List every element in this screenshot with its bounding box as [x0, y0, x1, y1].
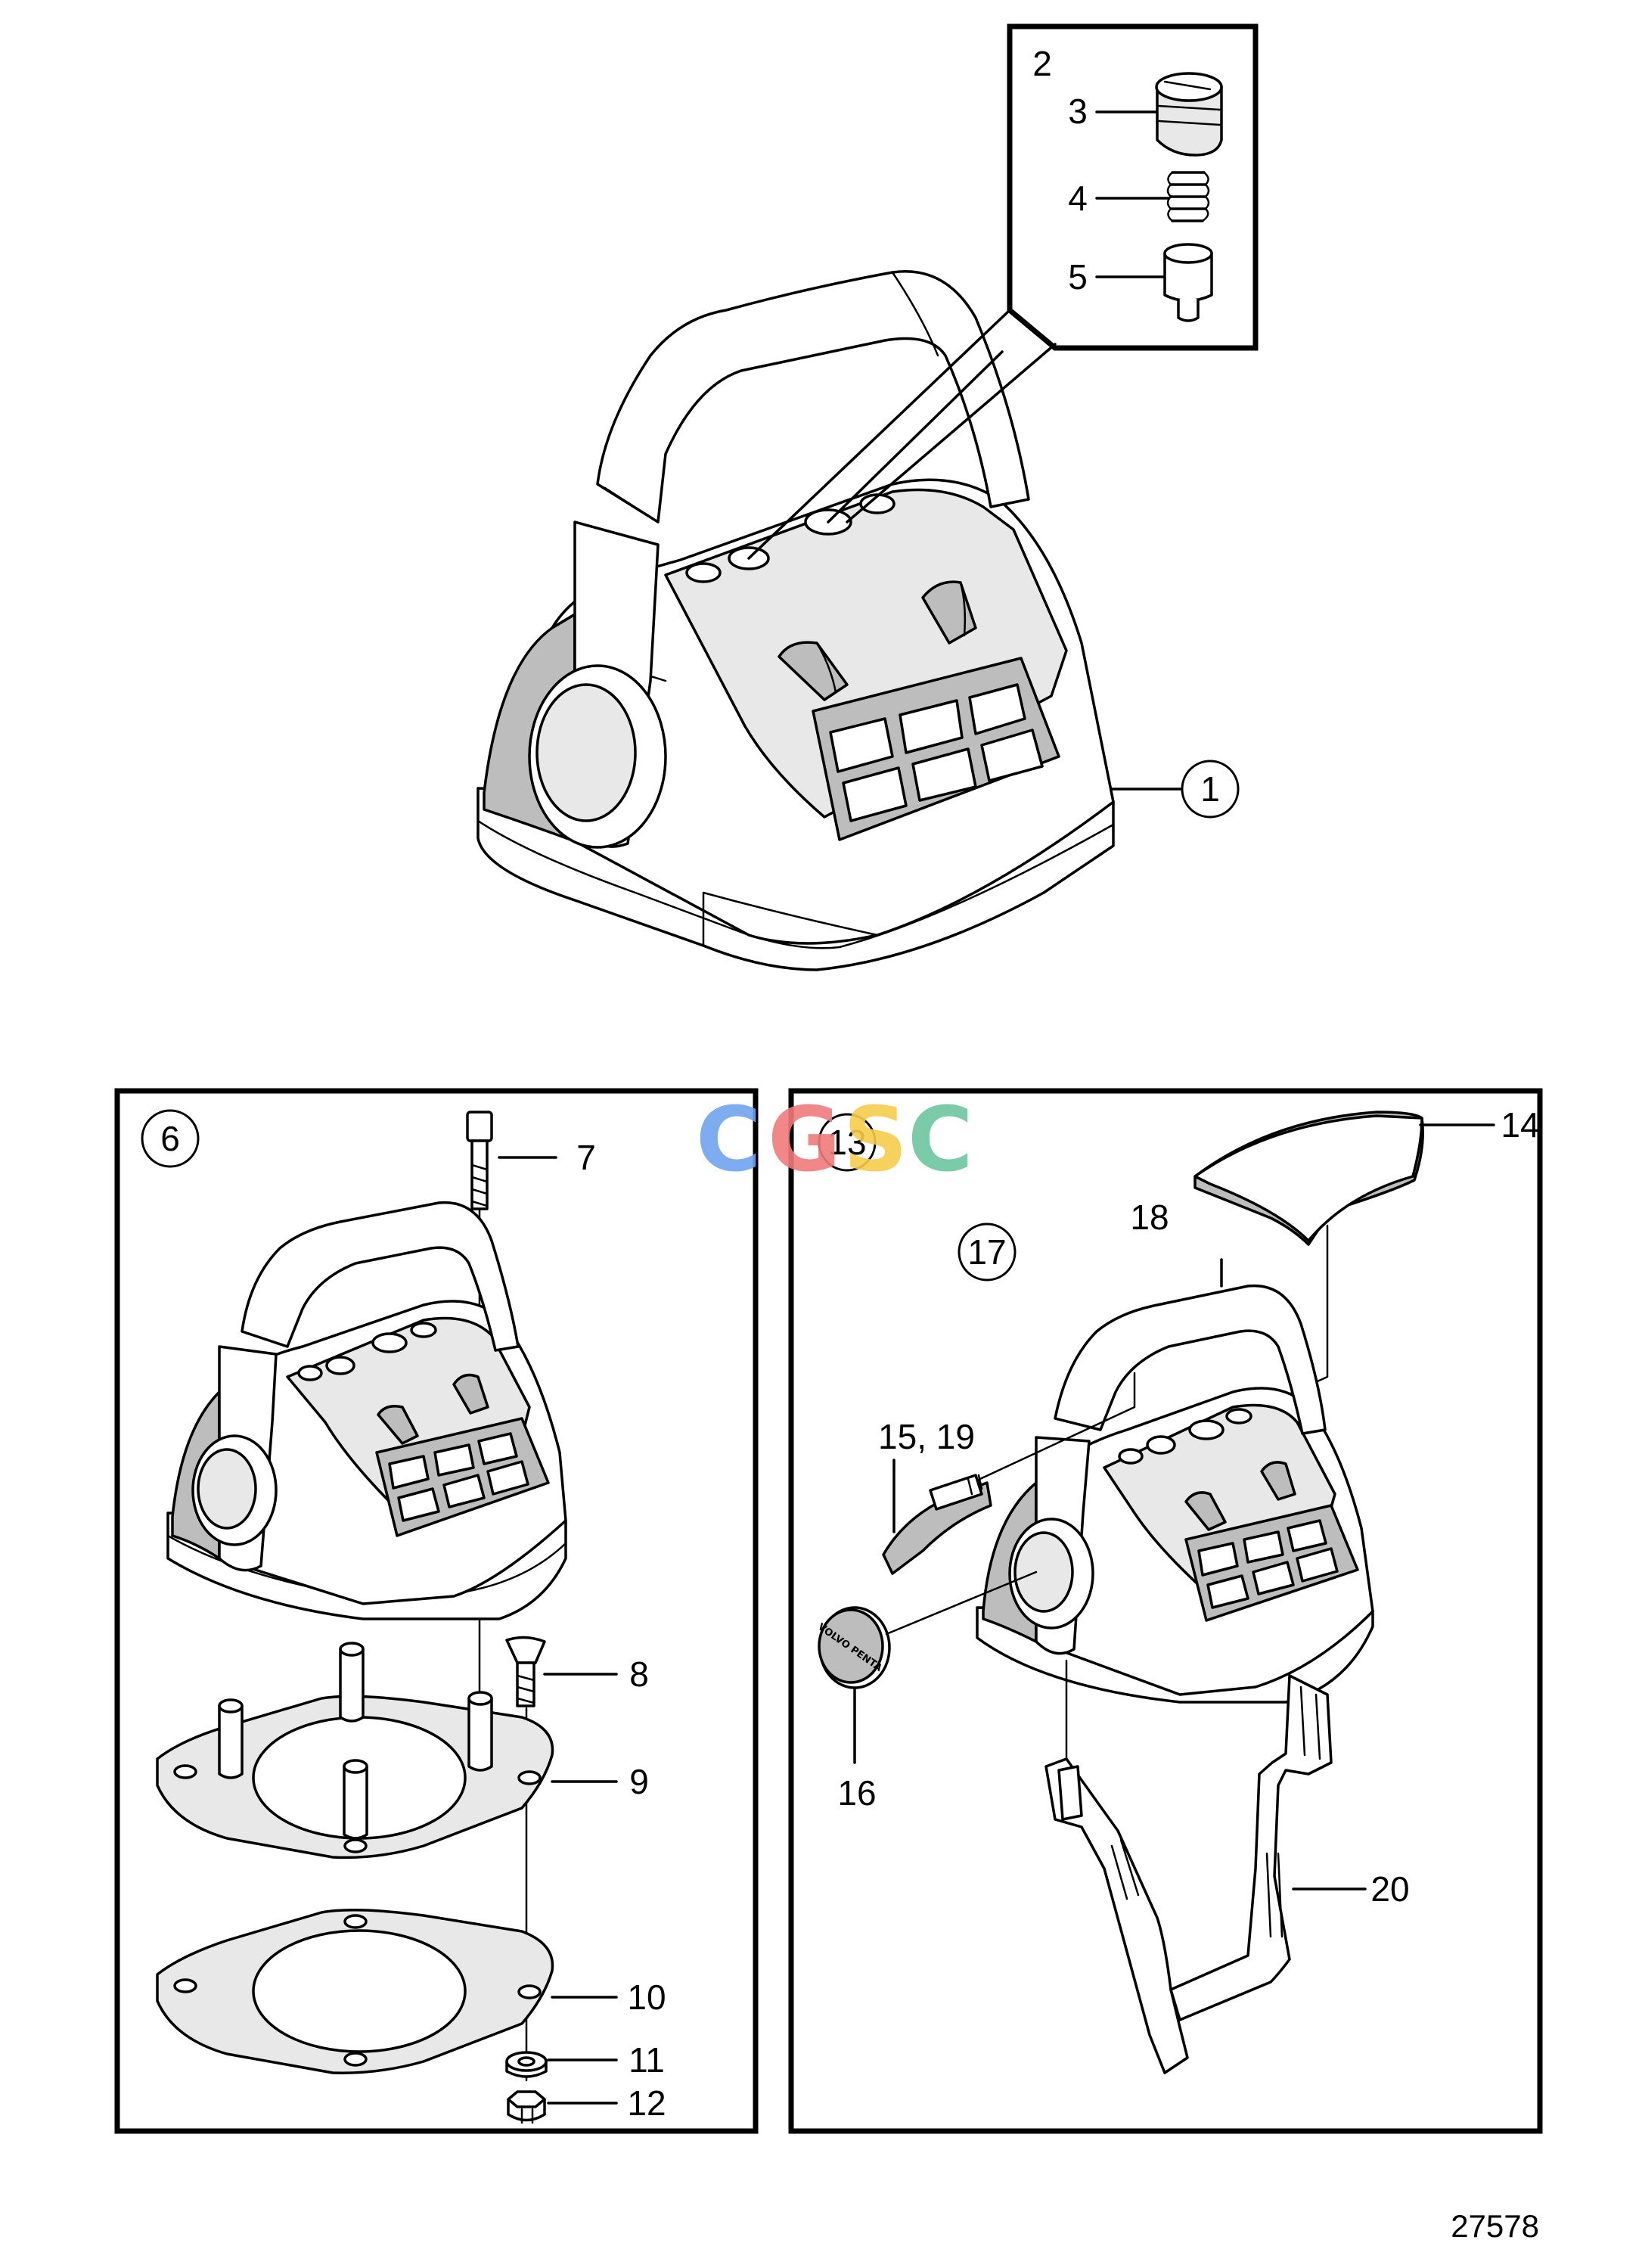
spring-part-4: [1095, 171, 1210, 222]
callout-12: 12: [627, 2083, 666, 2123]
control-unit-small: [166, 1201, 567, 1620]
callout-10: 10: [627, 1978, 666, 2017]
callout-13: 13: [827, 1123, 866, 1162]
callout-9: 9: [629, 1762, 649, 1801]
callout-18: 18: [1130, 1198, 1169, 1237]
nut-part-12: [507, 2090, 618, 2124]
bracket-part-20: [1044, 1659, 1367, 2074]
callout-2: 2: [1032, 44, 1052, 83]
callout-6: 6: [160, 1119, 180, 1158]
clip-part-15-19: [882, 1459, 992, 1575]
gasket-part-10: [156, 1909, 618, 2074]
callout-16: 16: [837, 1773, 876, 1813]
panel-6-mounting-kit: 6 7: [114, 1088, 759, 2134]
callout-17: 17: [967, 1232, 1006, 1272]
drawing-number: 27578: [1451, 2208, 1539, 2244]
watermark-letter-c1: C: [696, 1087, 762, 1191]
emblem-part-16: VOLVO PENTA: [815, 1571, 1038, 1764]
callout-15-19: 15, 19: [878, 1417, 975, 1456]
control-unit-main: 1: [476, 270, 1240, 971]
watermark-letter-g: G: [768, 1087, 841, 1191]
watermark: C G S C: [696, 1087, 973, 1191]
detail-box-2-5: 2 3 4 5: [1007, 23, 1259, 351]
callout-5: 5: [1068, 257, 1088, 297]
button-grid: [812, 657, 1060, 841]
watermark-letter-s: S: [843, 1087, 908, 1191]
control-unit-service: [970, 1258, 1374, 1704]
callout-7: 7: [576, 1138, 596, 1177]
callout-1: 1: [1200, 769, 1220, 809]
callout-14: 14: [1501, 1105, 1539, 1145]
mounting-plate-part-9: [156, 1642, 618, 1859]
lever-handle: [528, 270, 1030, 849]
callout-11: 11: [629, 2040, 665, 2080]
callout-4: 4: [1068, 179, 1088, 218]
screw-cap-part-3: [1095, 72, 1223, 157]
panel-13-service-kit: 13 17 14: [788, 1088, 1543, 2134]
callout-20: 20: [1370, 1869, 1409, 1909]
callout-8: 8: [629, 1654, 649, 1694]
watermark-letter-c2: C: [908, 1087, 973, 1191]
callout-3: 3: [1068, 92, 1088, 131]
washer-part-11: [505, 2051, 618, 2078]
handle-cover-part-14: [1193, 1111, 1495, 1430]
plunger-part-5: [1095, 243, 1213, 322]
screw-part-8: [505, 1636, 618, 2082]
